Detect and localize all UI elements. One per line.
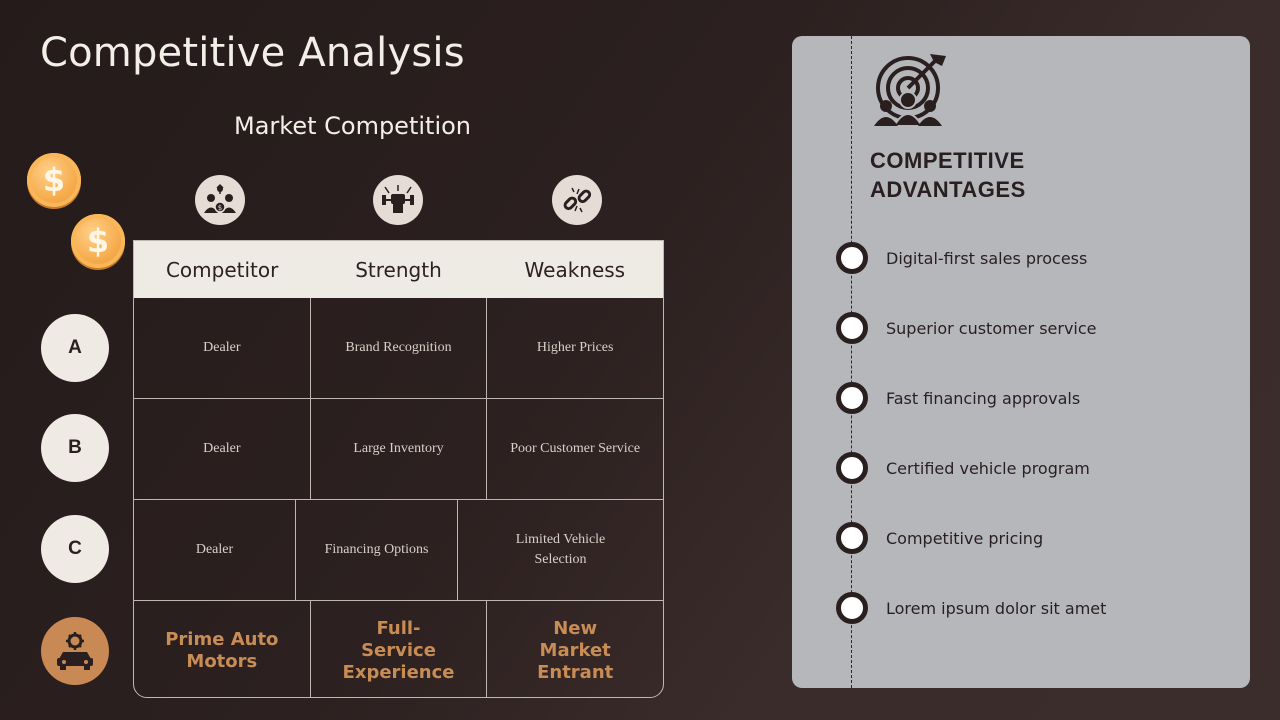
svg-text:$: $ (218, 204, 222, 212)
header-weakness: Weakness (524, 257, 626, 282)
header-competitor: Competitor (165, 257, 279, 282)
car-gear-icon (41, 617, 109, 685)
list-item: Competitive pricing (836, 522, 1043, 554)
cell-strength: Full-Service Experience (309, 601, 487, 697)
table-row: Dealer Brand Recognition Higher Prices (134, 298, 663, 398)
panel-title-line1: COMPETITIVE (870, 148, 1025, 173)
list-item: Digital-first sales process (836, 242, 1087, 274)
target-team-icon (870, 50, 950, 133)
table-subtitle: Market Competition (234, 112, 471, 140)
advantage-text: Superior customer service (886, 318, 1097, 338)
row-badge-c: C (41, 515, 109, 583)
competitor-table: Competitor Strength Weakness Dealer Bran… (133, 240, 664, 698)
list-item: Superior customer service (836, 312, 1097, 344)
bullet-circle-icon (836, 382, 868, 414)
bullet-circle-icon (836, 242, 868, 274)
cell-competitor: Dealer (203, 340, 241, 355)
cell-weakness: Limited Vehicle Selection (457, 500, 663, 600)
cell-weakness: Higher Prices (486, 298, 663, 398)
bullet-circle-icon (836, 592, 868, 624)
slide-title: Competitive Analysis (40, 30, 465, 76)
table-row: Dealer Financing Options Limited Vehicle… (134, 499, 663, 600)
list-item: Certified vehicle program (836, 452, 1090, 484)
broken-chain-icon (552, 175, 602, 225)
bullet-circle-icon (836, 452, 868, 484)
cell-strength: Financing Options (295, 500, 457, 600)
strength-fist-icon (373, 175, 423, 225)
advantage-text: Competitive pricing (886, 528, 1044, 548)
coin-symbol: $ (86, 222, 110, 260)
coin-symbol: $ (42, 161, 66, 199)
timeline-line (851, 36, 852, 688)
panel-title-line2: ADVANTAGES (870, 177, 1026, 202)
table-row-highlight: Prime Auto Motors Full-Service Experienc… (134, 600, 663, 697)
row-badge-b: B (41, 414, 109, 482)
list-item: Lorem ipsum dolor sit amet (836, 592, 1106, 624)
header-strength: Strength (355, 257, 442, 282)
cell-competitor: Dealer (203, 441, 241, 456)
table-header-row: Competitor Strength Weakness (134, 241, 663, 298)
cell-strength: Brand Recognition (309, 298, 487, 398)
dollar-coin-icon: $ (27, 153, 81, 207)
table-row: Dealer Large Inventory Poor Customer Ser… (134, 398, 663, 499)
cell-strength: Large Inventory (309, 399, 487, 499)
advantage-text: Fast financing approvals (886, 388, 1081, 408)
advantages-panel: COMPETITIVE ADVANTAGES Digital-first sal… (792, 36, 1250, 688)
cell-weakness: New Market Entrant (486, 601, 663, 697)
advantage-text: Lorem ipsum dolor sit amet (886, 598, 1107, 618)
list-item: Fast financing approvals (836, 382, 1080, 414)
bullet-circle-icon (836, 312, 868, 344)
cell-weakness: Poor Customer Service (486, 399, 663, 499)
advantage-text: Digital-first sales process (886, 248, 1088, 268)
advantage-text: Certified vehicle program (886, 458, 1090, 478)
cell-competitor: Dealer (195, 542, 234, 557)
bullet-circle-icon (836, 522, 868, 554)
money-people-icon: $ (195, 175, 245, 225)
dollar-coin-icon: $ (71, 214, 125, 268)
row-badge-a: A (41, 314, 109, 382)
cell-competitor: Prime Auto Motors (165, 629, 279, 672)
panel-title: COMPETITIVE ADVANTAGES (870, 146, 1026, 204)
